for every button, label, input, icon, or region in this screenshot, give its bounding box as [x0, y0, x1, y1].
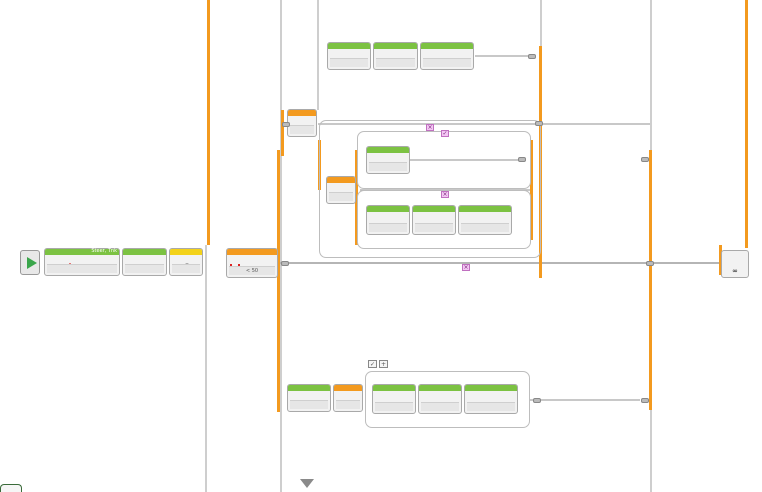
motor-block-bottom-2[interactable]	[372, 384, 416, 414]
motor-block-bottom-4[interactable]	[464, 384, 518, 414]
motor-block-inner-2[interactable]	[366, 205, 410, 235]
motor-block-bottom-3[interactable]	[418, 384, 462, 414]
loop-block-end[interactable]: ∞	[721, 250, 749, 278]
wire-plug[interactable]	[528, 54, 536, 59]
motor-block-steer[interactable]: Steer, Tnk	[44, 248, 120, 276]
motor-block-bottom-1[interactable]	[287, 384, 331, 412]
motor-block-inner-3[interactable]	[412, 205, 456, 235]
wire-plug[interactable]	[282, 122, 290, 127]
wire-plug[interactable]	[281, 261, 289, 266]
motor-block-top-3[interactable]	[420, 42, 474, 70]
switch-case-frame-top	[319, 120, 541, 258]
wait-block[interactable]	[169, 248, 203, 276]
wire-plug[interactable]	[641, 398, 649, 403]
switch-block-bottom[interactable]	[333, 384, 363, 412]
add-case-check-tab[interactable]: ✓	[368, 360, 377, 368]
case-tag-false[interactable]: ×	[426, 124, 434, 131]
wire-plug[interactable]	[641, 157, 649, 162]
play-icon	[27, 257, 37, 269]
loop-frame-right	[745, 0, 748, 248]
start-block[interactable]	[20, 250, 40, 275]
case-tag-false-inner[interactable]: ×	[441, 191, 449, 198]
wire-plug[interactable]	[535, 121, 543, 126]
canvas-scroll-tab[interactable]	[0, 484, 22, 492]
switch-block-top[interactable]	[287, 109, 317, 137]
wire-plug[interactable]	[518, 157, 526, 162]
motor-block-top-2[interactable]	[373, 42, 418, 70]
motor-block-inner-1[interactable]	[366, 146, 410, 174]
motor-block-top-1[interactable]	[327, 42, 371, 70]
switch-case-frame-bottom	[365, 371, 530, 428]
switch-case-frame-inner-bottom	[357, 190, 531, 249]
wire-plug[interactable]	[646, 261, 654, 266]
chevron-down-icon[interactable]	[300, 479, 314, 488]
add-case-plus-tab[interactable]: +	[379, 360, 388, 368]
case-tag-true[interactable]: ✓	[441, 130, 449, 137]
loop-frame-left	[207, 0, 210, 245]
switch-block-main[interactable]: < 50	[226, 248, 278, 278]
motor-block-inner-4[interactable]	[458, 205, 512, 235]
wire-plug[interactable]	[533, 398, 541, 403]
switch-block-inner[interactable]	[326, 176, 356, 204]
case-tag-false-main[interactable]: ×	[462, 264, 470, 271]
motor-block-b[interactable]	[122, 248, 167, 276]
